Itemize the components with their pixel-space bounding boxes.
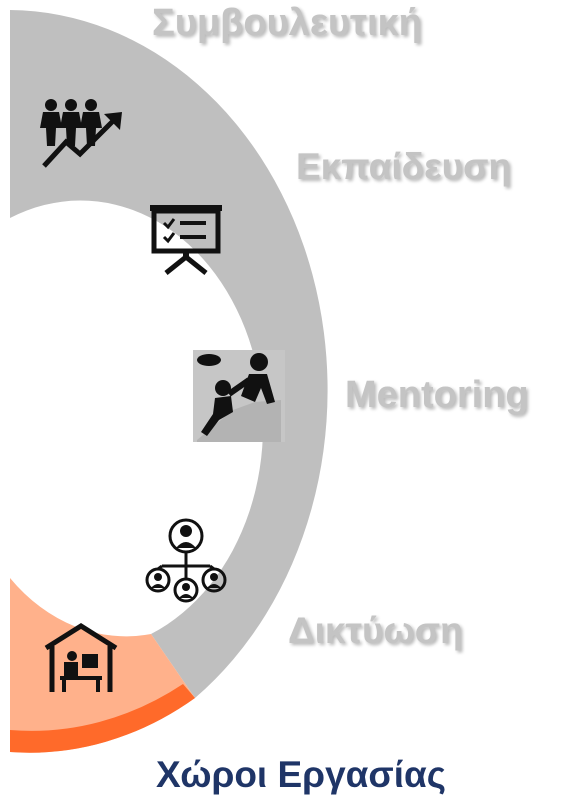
label-consulting[interactable]: Συμβουλευτική bbox=[152, 2, 422, 44]
helping-climb-icon bbox=[193, 350, 285, 442]
workspace-house-icon bbox=[44, 623, 118, 692]
label-mentoring[interactable]: Mentoring bbox=[345, 374, 529, 416]
ring-segment-gray bbox=[10, 10, 328, 698]
training-board-icon bbox=[150, 205, 222, 275]
network-people-icon bbox=[145, 518, 227, 603]
label-networking[interactable]: Δικτύωση bbox=[288, 610, 463, 651]
label-training[interactable]: Εκπαίδευση bbox=[296, 146, 512, 187]
label-workspaces[interactable]: Χώροι Εργασίας bbox=[156, 754, 446, 795]
people-growth-icon bbox=[40, 99, 122, 168]
ring-accent-band bbox=[10, 684, 195, 753]
